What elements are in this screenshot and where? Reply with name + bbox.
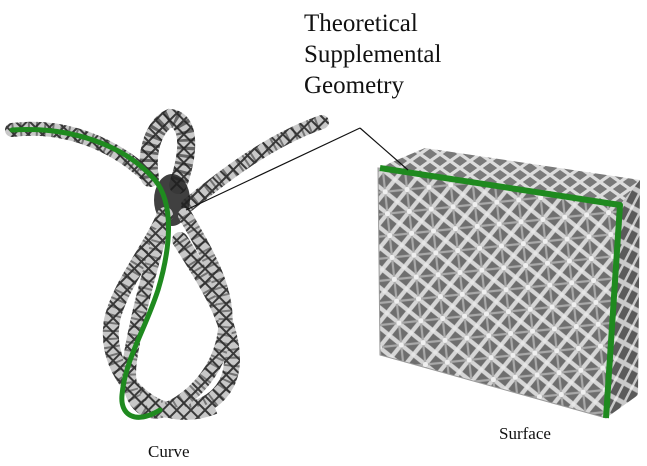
callout-line-2: Supplemental (304, 41, 442, 68)
leader-line-to-curve (185, 127, 361, 211)
leader-line-to-surface (359, 127, 409, 171)
callout-line-1: Theoretical (304, 10, 418, 37)
curve-lattice-illustration (5, 108, 329, 420)
caption-curve: Curve (148, 442, 190, 461)
surface-lattice-illustration (377, 148, 640, 419)
callout-line-3: Geometry (304, 72, 404, 99)
surface-highlight-green (379, 165, 623, 419)
callout-label: Theoretical Supplemental Geometry (304, 8, 441, 101)
callout-leaders (185, 127, 409, 211)
surface-lattice-front-face (378, 168, 620, 418)
surface-lattice-side-face (606, 180, 640, 418)
surface-lattice-top-face (378, 148, 640, 205)
curve-lattice-right-arm (181, 115, 329, 212)
curve-highlight-green (9, 126, 171, 420)
caption-surface: Surface (499, 424, 551, 443)
